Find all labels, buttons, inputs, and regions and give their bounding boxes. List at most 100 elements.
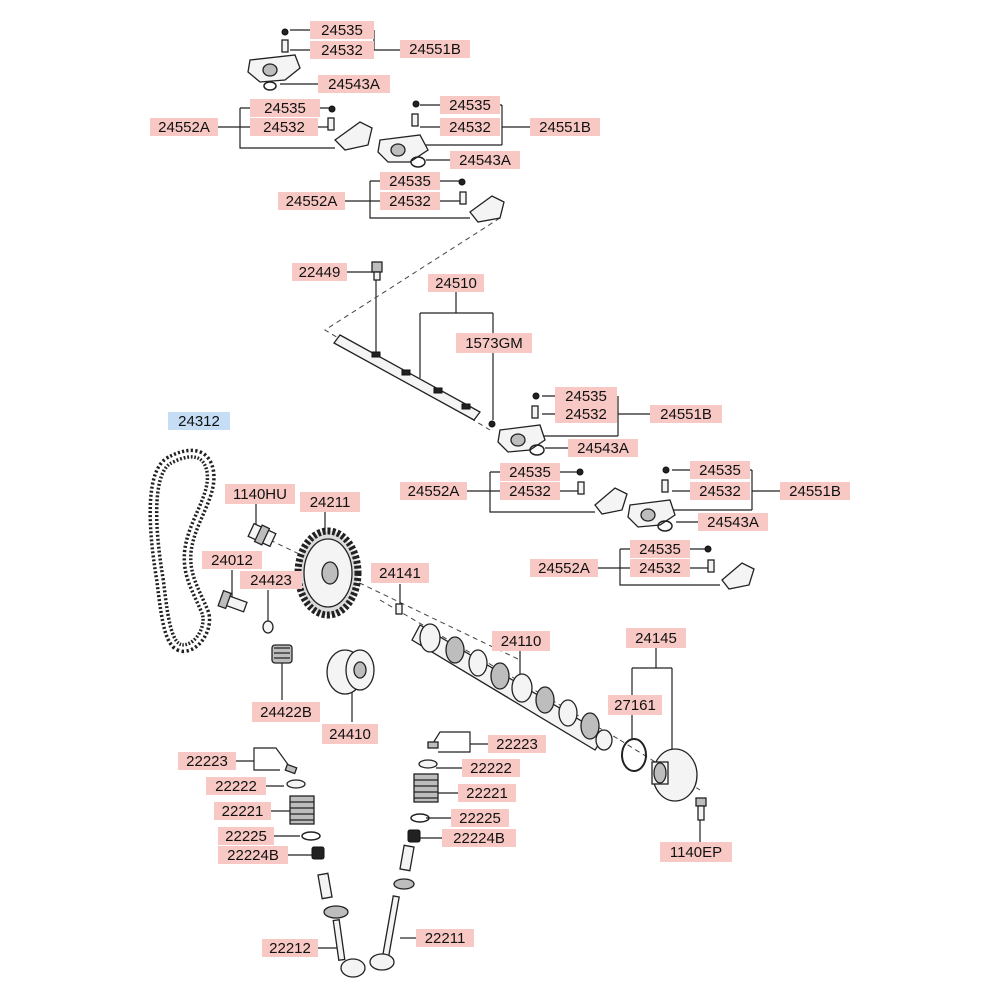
part-label-l21[interactable]: 24543A	[568, 439, 638, 457]
part-label-l19[interactable]: 24532	[555, 405, 617, 423]
part-label-l33[interactable]: 24552A	[530, 559, 598, 577]
part-label-l52[interactable]: 22224B	[442, 829, 516, 847]
part-label-l50[interactable]: 22225	[451, 809, 509, 827]
part-label-box	[318, 75, 390, 93]
part-label-l44[interactable]: 22223	[488, 735, 546, 753]
part-label-box	[698, 513, 768, 531]
part-label-l04[interactable]: 24543A	[318, 75, 390, 93]
part-label-l25[interactable]: 24532	[500, 482, 560, 500]
part-number-text: 22212	[269, 940, 311, 957]
rocker-arm-7-drawing	[627, 466, 676, 532]
part-number-text: 24532	[639, 560, 681, 577]
part-label-l20[interactable]: 24551B	[650, 405, 722, 423]
part-label-l38[interactable]: 24110	[492, 631, 550, 651]
part-label-l36[interactable]: 24423	[240, 571, 302, 589]
part-label-box	[451, 809, 509, 827]
part-label-l05[interactable]: 24535	[250, 99, 320, 117]
part-number-text: 24012	[211, 552, 253, 569]
bolt-1140hu-drawing	[247, 522, 277, 548]
part-label-l46[interactable]: 22222	[462, 759, 520, 777]
tensioner-24410-drawing	[326, 649, 375, 695]
part-number-text: 24535	[639, 541, 681, 558]
part-number-text: 24532	[509, 483, 551, 500]
part-label-l55[interactable]: 22211	[416, 929, 474, 947]
part-label-l06[interactable]: 24552A	[150, 118, 218, 136]
part-number-text: 24543A	[328, 76, 380, 93]
part-label-l18[interactable]: 24535	[555, 387, 617, 405]
part-label-l53[interactable]: 1140EP	[660, 842, 732, 862]
part-label-l48[interactable]: 22221	[458, 784, 516, 802]
part-number-text: 22224B	[453, 830, 505, 847]
part-number-text: 24422B	[260, 704, 312, 721]
part-label-l07[interactable]: 24532	[250, 118, 318, 136]
part-number-text: 24535	[389, 173, 431, 190]
part-number-text: 22449	[299, 264, 341, 281]
part-number-text: 24532	[321, 42, 363, 59]
part-label-l35[interactable]: 24012	[202, 551, 262, 569]
part-label-l34[interactable]: 24532	[630, 559, 690, 577]
part-label-box	[458, 784, 516, 802]
part-number-text: 24543A	[707, 514, 759, 531]
part-number-text: 24312	[178, 413, 220, 430]
part-label-l43[interactable]: 22223	[178, 752, 236, 770]
part-label-l23[interactable]: 24535	[500, 463, 560, 481]
part-label-l16[interactable]: 24510	[428, 274, 484, 292]
part-label-box	[530, 559, 598, 577]
part-number-text: 22222	[215, 778, 257, 795]
part-label-l51[interactable]: 22224B	[218, 846, 288, 864]
part-label-box	[492, 631, 550, 651]
part-number-text: 24535	[449, 97, 491, 114]
part-label-l37[interactable]: 24141	[371, 563, 429, 583]
part-label-l10[interactable]: 24551B	[530, 118, 600, 136]
part-number-text: 24552A	[538, 560, 590, 577]
part-label-l11[interactable]: 24543A	[450, 151, 520, 169]
part-number-text: 22223	[496, 736, 538, 753]
cover-24145-drawing	[651, 748, 698, 802]
part-label-box	[150, 118, 218, 136]
part-label-l39[interactable]: 24145	[626, 628, 686, 648]
part-label-l02[interactable]: 24532	[310, 41, 374, 59]
part-label-l40[interactable]: 27161	[608, 695, 662, 715]
part-label-l03[interactable]: 24551B	[400, 40, 470, 58]
part-label-box	[214, 802, 271, 820]
part-label-l01[interactable]: 24535	[310, 21, 374, 39]
part-label-l14[interactable]: 24532	[380, 192, 440, 210]
part-number-text: 22222	[470, 760, 512, 777]
pin-24141-drawing	[395, 603, 403, 615]
part-label-l32[interactable]: 24535	[630, 540, 690, 558]
part-number-text: 24535	[264, 100, 306, 117]
part-label-l47[interactable]: 22221	[214, 802, 271, 820]
part-label-l22[interactable]: 24312	[168, 412, 230, 430]
part-label-l26[interactable]: 24535	[690, 461, 750, 479]
part-label-l12[interactable]: 24535	[380, 172, 440, 190]
part-label-l24[interactable]: 24552A	[400, 482, 467, 500]
part-number-text: 24141	[379, 565, 421, 582]
part-label-l15[interactable]: 22449	[292, 263, 347, 281]
part-label-l09[interactable]: 24532	[440, 118, 500, 136]
part-label-l17[interactable]: 1573GM	[456, 333, 532, 353]
part-label-l31[interactable]: 24211	[300, 492, 360, 512]
part-label-l41[interactable]: 24422B	[252, 702, 320, 722]
part-label-l45[interactable]: 22222	[206, 777, 266, 795]
part-number-text: 24535	[699, 462, 741, 479]
part-number-text: 24535	[565, 388, 607, 405]
part-label-l13[interactable]: 24552A	[278, 192, 345, 210]
part-label-l28[interactable]: 24551B	[780, 482, 850, 500]
part-label-l27[interactable]: 24532	[690, 482, 750, 500]
part-label-l42[interactable]: 24410	[322, 724, 378, 744]
part-label-l08[interactable]: 24535	[440, 96, 500, 114]
part-label-box	[202, 551, 262, 569]
part-label-l54[interactable]: 22212	[262, 939, 318, 957]
part-number-text: 24211	[310, 494, 351, 511]
part-number-text: 24543A	[577, 440, 629, 457]
part-label-l30[interactable]: 1140HU	[225, 484, 295, 504]
part-label-box	[555, 405, 617, 423]
part-label-box	[462, 759, 520, 777]
part-label-l49[interactable]: 22225	[218, 827, 274, 845]
part-number-text: 24423	[250, 572, 292, 589]
part-label-box	[250, 99, 320, 117]
part-number-text: 24145	[635, 630, 677, 647]
part-label-box	[262, 939, 318, 957]
part-label-l29[interactable]: 24543A	[698, 513, 768, 531]
